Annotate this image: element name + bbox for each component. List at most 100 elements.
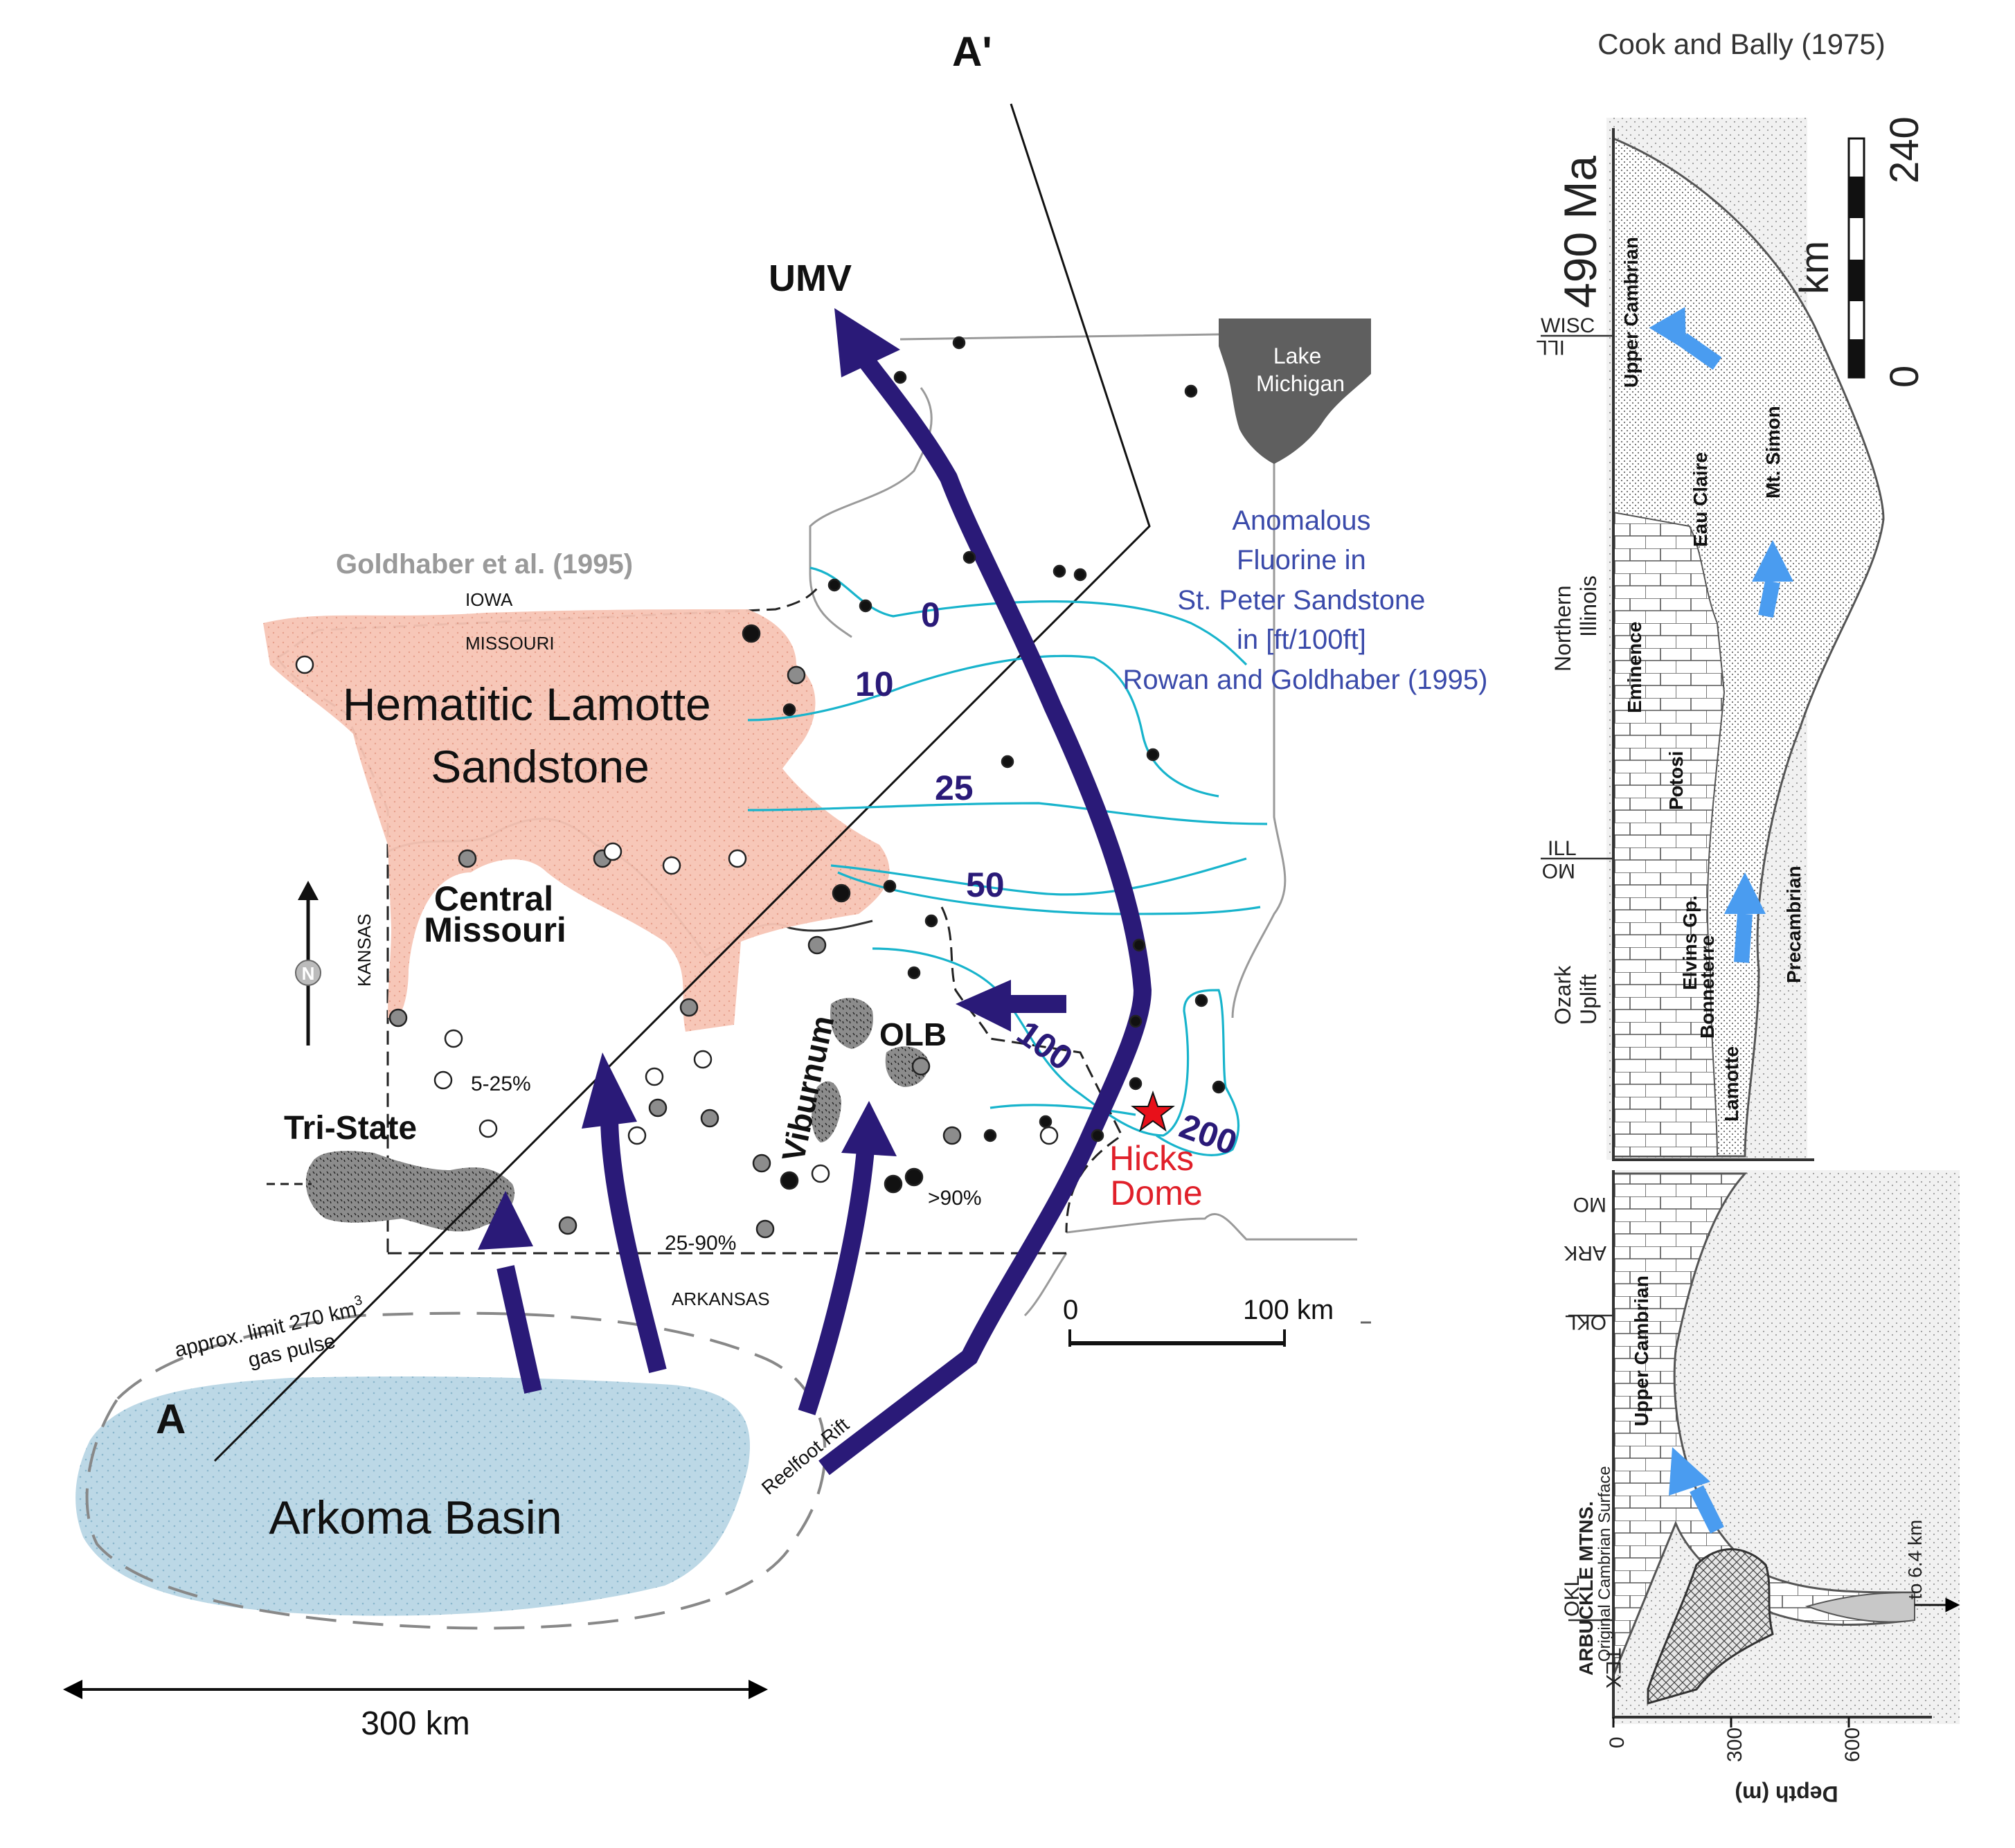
pct-5-25-label: 5-25%: [471, 1073, 531, 1095]
unit-labels: Upper Cambrian Eau Claire Mt. Simon Emin…: [1620, 237, 1804, 1426]
fluorine-line2: Fluorine in: [1237, 545, 1366, 575]
unit-mt-simon: Mt. Simon: [1762, 406, 1784, 499]
contour-label-10: 10: [855, 665, 894, 703]
arkoma-center-arrow: [600, 1114, 667, 1374]
viburnum-area-north: [830, 998, 873, 1049]
map-scale-bar: [1068, 1321, 1371, 1347]
tri-state-area: [305, 1151, 515, 1232]
depth-ticks: [1612, 1717, 1850, 1728]
scale-300km: 300 km: [361, 1705, 469, 1742]
lake-michigan-line2: Michigan: [1256, 371, 1345, 396]
unit-precambrian: Precambrian: [1783, 865, 1804, 983]
state-okl-1: OKL: [1565, 1311, 1606, 1334]
section-line-a-a-prime: [213, 103, 1151, 1462]
region-illinois: Illinois: [1576, 575, 1601, 637]
arbuckle-crosshatch: [1647, 1548, 1774, 1705]
gas-pulse-label: approx. limit 270 km3 gas pulse: [170, 1285, 378, 1388]
region-labels: Northern Illinois Ozark Uplift ARBUCKLE …: [1550, 575, 1614, 1676]
arkoma-east-arrow: [798, 1148, 875, 1415]
fluorine-line1: Anomalous: [1232, 505, 1370, 536]
hicks-dome-label: Hicks Dome: [1109, 1139, 1203, 1212]
scale-240: 240: [1882, 116, 1927, 183]
lake-michigan: [1219, 319, 1371, 464]
hematitic-lamotte-line1: Hematitic Lamotte: [343, 679, 711, 730]
hicks-dome-star: [1131, 1090, 1175, 1132]
unit-potosi: Potosi: [1665, 751, 1687, 810]
central-missouri-line1: Central: [434, 879, 553, 918]
arkansas-label: ARKANSAS: [672, 1289, 770, 1309]
hicks-dome-line1: Hicks: [1109, 1139, 1194, 1178]
xs-arrow-head-1: [1649, 307, 1686, 350]
flow-arrowheads: [478, 308, 1011, 1250]
cross-section-panel: [1541, 118, 1960, 1728]
anomalous-fluorine-label: Anomalous Fluorine in St. Peter Sandston…: [1122, 505, 1487, 695]
iowa-label: IOWA: [465, 589, 513, 610]
hicks-dome-line2: Dome: [1110, 1174, 1202, 1212]
scale-km: km: [1792, 241, 1837, 294]
tri-state-label: Tri-State: [284, 1110, 417, 1147]
hematitic-lamotte-sandstone-area: [263, 609, 890, 1032]
contour-label-0: 0: [921, 595, 940, 634]
pct-25-90-label: 25-90%: [665, 1232, 736, 1255]
goldhaber-credit: Goldhaber et al. (1995): [336, 549, 633, 580]
age-label: 490 Ma: [1555, 156, 1606, 308]
depth-tick-labels: 0 300 600: [1606, 1728, 1864, 1762]
state-boundary-ticks: [1541, 334, 1613, 1622]
region-uplift: Uplift: [1576, 974, 1601, 1025]
state-ill-1: ILL: [1536, 336, 1565, 359]
region-original-surface: Original Cambrian Surface: [1595, 1466, 1614, 1662]
unit-bonneterre: Bonneterre: [1696, 935, 1718, 1039]
scale-zero: 0: [1063, 1295, 1078, 1325]
carbonate-layers: [1613, 511, 1726, 1157]
xs-arrow-head-2: [1752, 540, 1793, 582]
contour-label-25: 25: [935, 769, 974, 807]
region-arbuckle: ARBUCKLE MTNS.: [1575, 1501, 1597, 1676]
arkoma-basin-area: [75, 1376, 750, 1616]
upper-section-border: [1612, 128, 1814, 1161]
to-depth-label: to 6.4 km: [1904, 1520, 1926, 1599]
flow-arrows: [496, 355, 1152, 1475]
unit-upper-cambrian: Upper Cambrian: [1620, 237, 1642, 388]
section-label-a-prime: A': [952, 28, 992, 75]
fluorine-line3: St. Peter Sandstone: [1177, 585, 1425, 616]
region-ozark: Ozark: [1550, 965, 1575, 1025]
state-mo-2: MO: [1573, 1193, 1606, 1216]
cook-bally-credit: Cook and Bally (1975): [1597, 28, 1886, 60]
state-okl-2: OKL: [1561, 1575, 1584, 1617]
state-ill-2: ILL: [1548, 837, 1577, 860]
lake-michigan-label: Lake Michigan: [1256, 343, 1345, 396]
olb-label: OLB: [879, 1016, 947, 1052]
depth-300: 300: [1723, 1728, 1746, 1762]
depth-600: 600: [1841, 1728, 1864, 1762]
state-ark: ARK: [1564, 1241, 1606, 1264]
region-northern: Northern: [1550, 586, 1575, 672]
central-missouri-label: Central Missouri: [424, 879, 566, 949]
depth-axis-label: Depth (m): [1735, 1782, 1838, 1806]
unit-elvins: Elvins Gp.: [1679, 895, 1701, 990]
contour-label-50: 50: [966, 865, 1005, 904]
gas-pulse-limit: [85, 1311, 827, 1630]
state-wisc: WISC: [1541, 314, 1595, 337]
mine-points: [295, 336, 1226, 1239]
depth-0: 0: [1606, 1737, 1629, 1748]
pct-90-label: >90%: [928, 1187, 982, 1210]
unit-lamotte: Lamotte: [1721, 1046, 1742, 1122]
umv-label: UMV: [769, 258, 852, 299]
scale-0: 0: [1882, 366, 1927, 388]
umv-flow-arrow: [818, 355, 1152, 1475]
hematitic-lamotte-label: Hematitic Lamotte Sandstone: [343, 679, 724, 792]
unit-eau-claire: Eau Claire: [1690, 452, 1711, 547]
hematitic-lamotte-line2: Sandstone: [431, 741, 650, 792]
viburnum-area-south: [812, 1081, 841, 1142]
arkoma-basin-label: Arkoma Basin: [269, 1491, 562, 1544]
central-missouri-line2: Missouri: [424, 910, 566, 949]
xs-arrow-head-3: [1724, 872, 1766, 914]
unit-eminence: Eminence: [1624, 622, 1645, 713]
lower-grey-wedge: [1804, 1591, 1915, 1623]
missouri-label: MISSOURI: [465, 633, 555, 654]
state-labels: WISC ILL ILL MO MO ARK OKL OKL TEX: [1536, 314, 1624, 1688]
north-symbol: N: [302, 963, 315, 984]
fluorine-line5: Rowan and Goldhaber (1995): [1122, 665, 1487, 695]
scale-100km: 100 km: [1243, 1295, 1334, 1325]
